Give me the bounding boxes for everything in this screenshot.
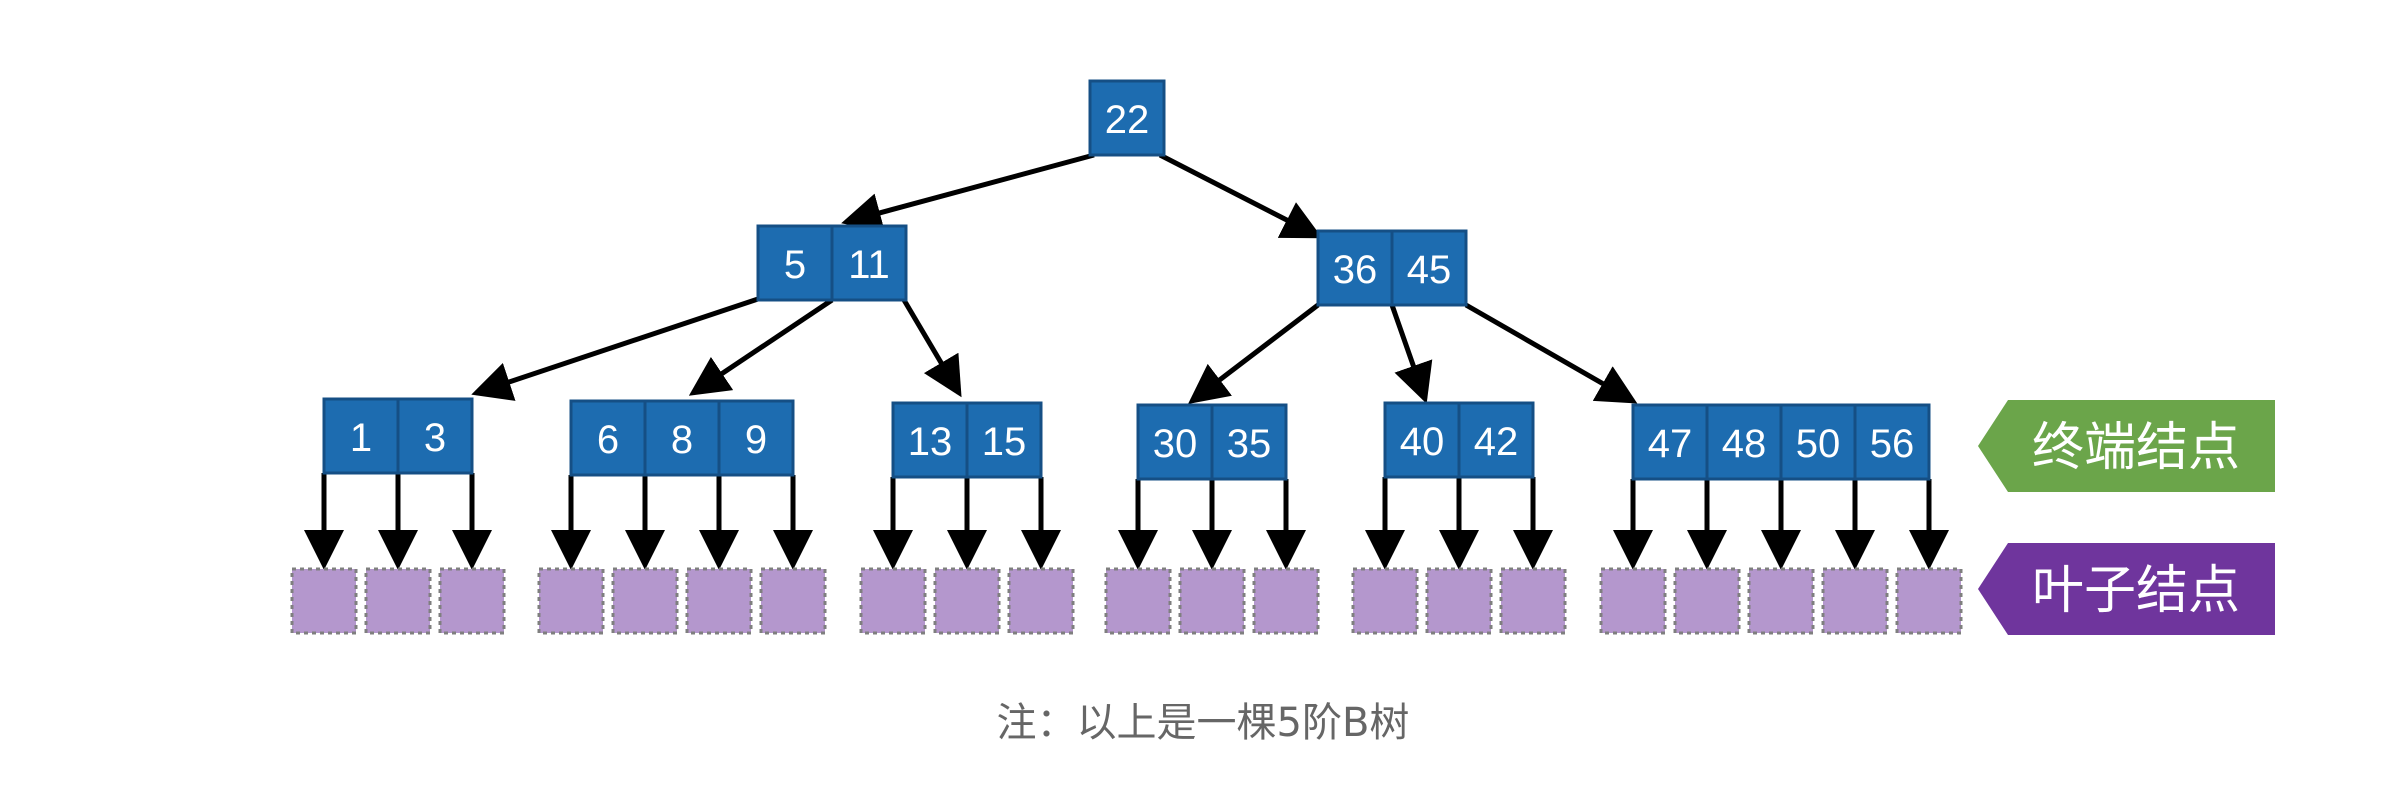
- terminal-node: 6 8 9: [569, 399, 795, 477]
- leaf-node: [1351, 567, 1419, 635]
- tree-edge: [471, 296, 759, 401]
- key-cell: [891, 401, 969, 479]
- leaf-node: [685, 567, 753, 635]
- key-cell: [965, 401, 1043, 479]
- key-label: 36: [1333, 248, 1378, 292]
- key-label: 47: [1648, 422, 1693, 466]
- key-label: 40: [1400, 420, 1445, 464]
- terminal-node: 47 48 50 56: [1631, 403, 1931, 481]
- tree-edge: [1389, 304, 1433, 404]
- leaf-node: [859, 567, 927, 635]
- leaf-node: [1821, 567, 1889, 635]
- internal-node: 36 45: [1316, 229, 1468, 307]
- key-label: 1: [350, 416, 372, 460]
- leaf-node: [1178, 567, 1246, 635]
- terminal-node: 30 35: [1136, 403, 1288, 481]
- key-cell: [322, 397, 400, 475]
- leaf-node: [1425, 567, 1493, 635]
- key-label: 13: [908, 420, 953, 464]
- key-cell: [1631, 403, 1709, 481]
- key-label: 8: [671, 418, 693, 462]
- key-cell: [756, 224, 834, 302]
- leaf-node: [1252, 567, 1320, 635]
- tree-edge: [1158, 152, 1323, 239]
- key-label: 48: [1722, 422, 1767, 466]
- key-cell: [1088, 79, 1166, 157]
- key-label: 5: [784, 243, 806, 287]
- leaf-node-callout: 叶子结点: [1978, 543, 2275, 635]
- key-cell: [1316, 229, 1394, 307]
- leaf-node: [1599, 567, 1667, 635]
- leaf-node: [759, 567, 827, 635]
- tree-edge: [1464, 302, 1638, 404]
- leaf-node: [933, 567, 1001, 635]
- key-label: 6: [597, 418, 619, 462]
- leaf-node: [364, 567, 432, 635]
- key-label: 50: [1796, 422, 1841, 466]
- key-label: 45: [1407, 248, 1452, 292]
- leaf-node: [1104, 567, 1172, 635]
- key-label: 56: [1870, 422, 1915, 466]
- terminal-node: 40 42: [1383, 401, 1535, 479]
- leaf-node: [290, 567, 358, 635]
- leaf-node: [611, 567, 679, 635]
- key-label: 9: [745, 418, 767, 462]
- terminal-node-callout: 终端结点: [1978, 400, 2275, 492]
- leaf-node: [1673, 567, 1741, 635]
- terminal-node: 13 15: [891, 401, 1043, 479]
- key-cell: [1390, 229, 1468, 307]
- tree-edge: [688, 297, 834, 396]
- key-label: 35: [1227, 422, 1272, 466]
- tree-edge: [1188, 303, 1320, 405]
- key-label: 3: [424, 416, 446, 460]
- key-cell: [1853, 403, 1931, 481]
- tree-edge: [901, 298, 962, 398]
- key-label: 11: [848, 243, 890, 287]
- key-cell: [396, 397, 474, 475]
- key-cell: [717, 399, 795, 477]
- key-cell: [1457, 401, 1535, 479]
- key-label: 22: [1105, 98, 1150, 142]
- internal-node: 5 11: [756, 224, 908, 302]
- key-cell: [1210, 403, 1288, 481]
- key-label: 15: [982, 420, 1027, 464]
- leaf-node: [1895, 567, 1963, 635]
- key-label: 30: [1153, 422, 1198, 466]
- leaf-node: [537, 567, 605, 635]
- key-cell: [1383, 401, 1461, 479]
- terminal-node-label: 终端结点: [2032, 418, 2240, 478]
- key-cell: [569, 399, 647, 477]
- tree-edge: [841, 152, 1095, 233]
- key-cell: [1136, 403, 1214, 481]
- leaf-node: [1007, 567, 1075, 635]
- key-label: 42: [1474, 420, 1519, 464]
- leaf-node: [1747, 567, 1815, 635]
- note-caption: 注：以上是一棵5阶B树: [996, 700, 1410, 746]
- leaf-node: [438, 567, 506, 635]
- key-cell: [830, 224, 908, 302]
- leaf-node: [1499, 567, 1567, 635]
- root-node: 22: [1088, 79, 1166, 157]
- leaf-node-label: 叶子结点: [2032, 561, 2240, 621]
